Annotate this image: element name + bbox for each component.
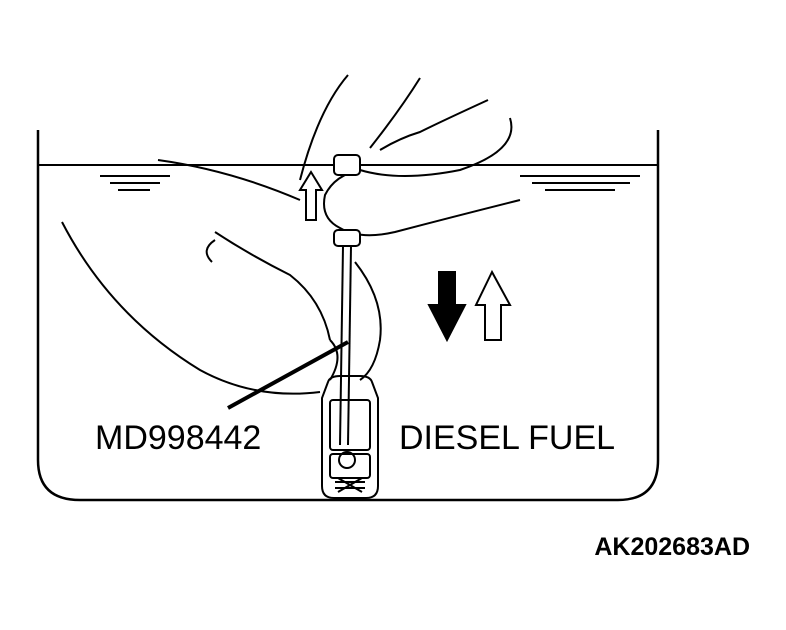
- up-arrow-icon: [474, 269, 512, 341]
- surface-ripples-right: [520, 175, 640, 191]
- tool-leader-line: [227, 340, 349, 410]
- lower-hand: [61, 221, 382, 395]
- surface-ripples-left: [100, 175, 170, 191]
- upper-hand: [157, 74, 521, 237]
- figure-id: AK202683AD: [594, 533, 750, 561]
- tool-label: MD998442: [95, 419, 261, 457]
- tool-top-cap: [333, 154, 361, 247]
- small-up-arrow-icon: [298, 170, 324, 221]
- fuel-container: [36, 130, 660, 502]
- valve-body: [321, 375, 379, 499]
- down-arrow-icon: [427, 271, 467, 343]
- liquid-label: DIESEL FUEL: [399, 419, 615, 457]
